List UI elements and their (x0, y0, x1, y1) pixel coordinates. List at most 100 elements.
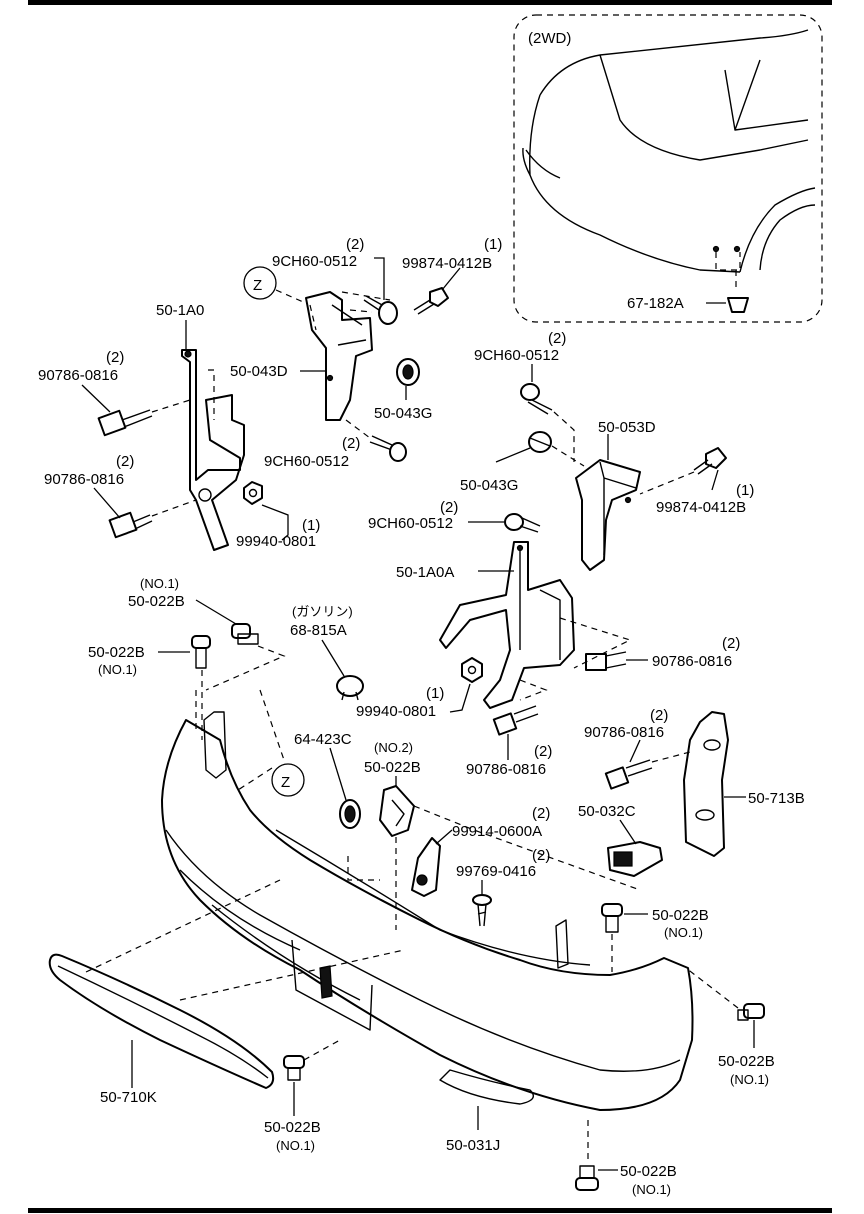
qty-99769-0416: (2) (532, 847, 550, 864)
bracket-50-1A0A-body (439, 541, 575, 709)
screw-9CH60-0512-d-head (504, 513, 524, 531)
nut-99940-0801-b-hole (467, 665, 477, 675)
bracket-50-1A0-guide (208, 369, 215, 420)
bumper-50-031J (161, 711, 694, 1111)
bolt-90786-0816-d-head (492, 712, 518, 736)
label-99940-0801-b: 99940-0801 (356, 703, 436, 720)
inset-frame (513, 14, 823, 323)
label-50-022B-a: 50-022B (128, 593, 185, 610)
qty-99940-0801-b: (1) (426, 685, 444, 702)
note-50-022B-c: (NO.2) (374, 740, 413, 755)
bolt-90786-0816-d-shank (513, 705, 539, 723)
clip-50-022B-f-head (283, 1055, 305, 1069)
screw-99769-0416-head (472, 894, 492, 906)
bumper-50-031J-center-slot (319, 965, 333, 999)
callout-z-bottom-leader (237, 767, 273, 791)
screw-9CH60-0512-d (504, 513, 541, 533)
leader-68-815A (321, 639, 345, 677)
bracket-50-043D (305, 291, 391, 421)
trim-50-710K-line (57, 965, 269, 1079)
screw-99769-0416 (472, 894, 492, 927)
clip-50-022B-d-head (601, 903, 623, 917)
callout-z-bottom: Z (237, 763, 305, 797)
bracket-50-1A0-bolt-hole (198, 488, 212, 502)
clip-50-022B-g-head (575, 1177, 599, 1191)
bolt-99874-0412B-b-head (705, 447, 727, 469)
bracket-50-713B-body (683, 711, 729, 857)
clip-50-043G-b (528, 431, 552, 453)
clip-50-022B-c (379, 785, 415, 837)
clip-50-022B-g (575, 1165, 599, 1191)
bracket-50-713B-slot-b (695, 809, 715, 821)
leader-99874-0412B-a (441, 267, 461, 291)
clip-50-022B-d (601, 903, 623, 933)
screw-9CH60-0512-a-head (378, 301, 398, 325)
callout-z-top: Z (243, 266, 311, 306)
bumper-50-031J-left-tab (203, 711, 227, 779)
leader-90786-0816-b (93, 487, 121, 519)
clip-50-022B-e (737, 1003, 765, 1021)
screw-9CH60-0512-b-head (389, 442, 407, 462)
clip-50-022B-e-shank (737, 1009, 749, 1021)
bolt-90786-0816-c-shank (605, 651, 627, 669)
guide-90786-0816-b (151, 499, 197, 517)
label-90786-0816-d: 90786-0816 (466, 761, 546, 778)
label-99874-0412B-a: 99874-0412B (402, 255, 492, 272)
car-pillar (724, 59, 809, 131)
qty-9CH60-0512-b: (2) (342, 435, 360, 452)
clip-50-043G-b-ridge (529, 437, 551, 447)
bumper-50-031J-plate-area (291, 939, 373, 1031)
label-9CH60-0512-a: 9CH60-0512 (272, 253, 357, 270)
bolt-99874-0412B-a-shank (413, 299, 435, 315)
leader-50-043G-b (495, 447, 531, 463)
label-99769-0416: 99769-0416 (456, 863, 536, 880)
bolt-90786-0816-d (492, 705, 539, 736)
bolt-90786-0816-e (604, 759, 653, 790)
bolt-90786-0816-a (97, 409, 153, 437)
nut-99914-0600A-body (411, 837, 441, 897)
bolt-99874-0412B-b (693, 447, 727, 475)
bracket-50-032C (607, 841, 663, 877)
guide-90786-0816-e (651, 751, 691, 763)
bottom-border (28, 1208, 832, 1213)
guide-90786-0816-c (559, 617, 632, 669)
bracket-50-1A0 (181, 349, 245, 551)
leader-50-022B-a (195, 599, 237, 625)
bolt-90786-0816-b-head (108, 511, 138, 539)
qty-90786-0816-a: (2) (106, 349, 124, 366)
bracket-50-043D-body (305, 291, 373, 421)
qty-90786-0816-c: (2) (722, 635, 740, 652)
car-wheel (759, 204, 816, 271)
bracket-50-1A0A-edges (519, 548, 561, 660)
bolt-99874-0412B-b-shank (693, 459, 713, 475)
nut-99914-0600A-hole (416, 874, 428, 886)
bumper-50-031J-upper-edge (275, 829, 591, 966)
bracket-50-043D-hole (326, 374, 334, 382)
note-50-022B-e: (NO.1) (730, 1072, 769, 1087)
nut-99940-0801-a-hole (248, 488, 258, 498)
bolt-90786-0816-a-shank (121, 409, 153, 428)
label-50-031J: 50-031J (446, 1137, 500, 1154)
bolt-90786-0816-e-shank (625, 759, 653, 777)
leader-99874-0412B-b (711, 469, 719, 491)
screw-9CH60-0512-b (369, 435, 407, 462)
clip-50-022B-c-slot (391, 799, 405, 827)
label-64-423C: 64-423C (294, 731, 352, 748)
screw-9CH60-0512-c-thread (527, 399, 553, 415)
qty-90786-0816-b: (2) (116, 453, 134, 470)
label-50-043G-a: 50-043G (374, 405, 432, 422)
screw-9CH60-0512-c-head (520, 383, 540, 401)
bumper-50-031J-ridge-a (165, 829, 681, 1072)
guide-50-022B-a (205, 645, 286, 691)
qty-9CH60-0512-c: (2) (548, 330, 566, 347)
bracket-50-032C-body (607, 841, 663, 877)
qty-99874-0412B-a: (1) (484, 236, 502, 253)
label-50-022B-d: 50-022B (652, 907, 709, 924)
label-99914-0600A: 99914-0600A (452, 823, 542, 840)
label-99940-0801-a: 99940-0801 (236, 533, 316, 550)
qty-99940-0801-a: (1) (302, 517, 320, 534)
leader-90786-0816-e (629, 739, 641, 763)
bolt-99874-0412B-a-head (429, 287, 449, 307)
bracket-50-1A0A-hole (516, 544, 524, 552)
